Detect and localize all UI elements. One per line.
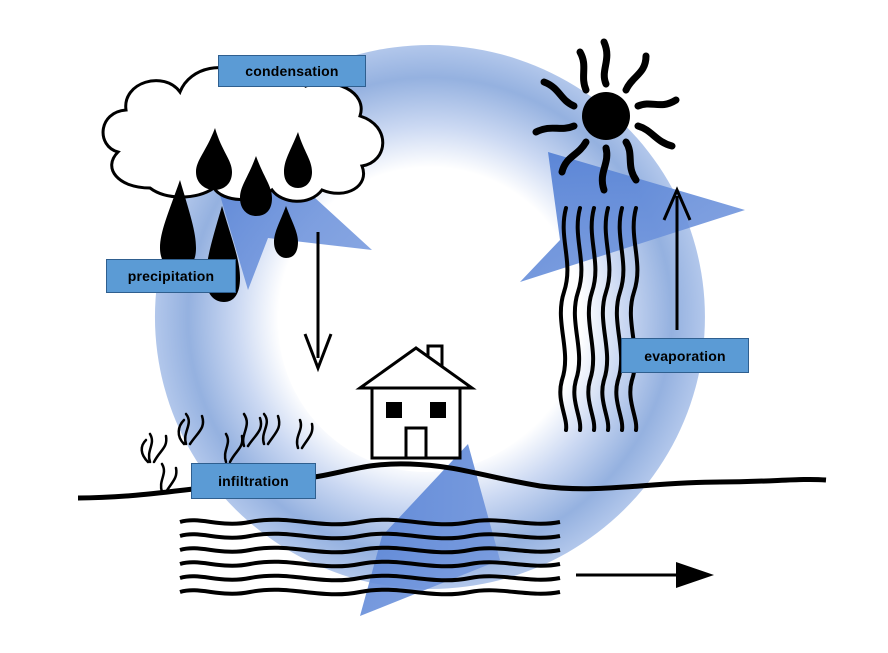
infiltration-label: infiltration: [191, 463, 316, 499]
precipitation-arrow: [303, 232, 333, 373]
evaporation-label: evaporation: [621, 338, 749, 373]
heat-wave-icon: [558, 206, 640, 432]
raindrop-icon: [284, 132, 312, 188]
cycle-arrowhead-bottom: [360, 444, 500, 616]
precipitation-label: precipitation: [106, 259, 236, 293]
raindrop-icon: [160, 180, 196, 270]
house-icon: [355, 344, 477, 460]
raindrop-icon: [196, 128, 232, 190]
sun-icon: [532, 38, 680, 194]
raindrop-icon: [240, 156, 272, 216]
groundwater-flow-arrow: [576, 562, 714, 588]
groundwater-lines: [179, 517, 561, 597]
plant-icon: [140, 412, 314, 494]
raindrop-icon: [274, 206, 298, 258]
evaporation-arrow: [662, 186, 692, 330]
condensation-label: condensation: [218, 55, 366, 87]
